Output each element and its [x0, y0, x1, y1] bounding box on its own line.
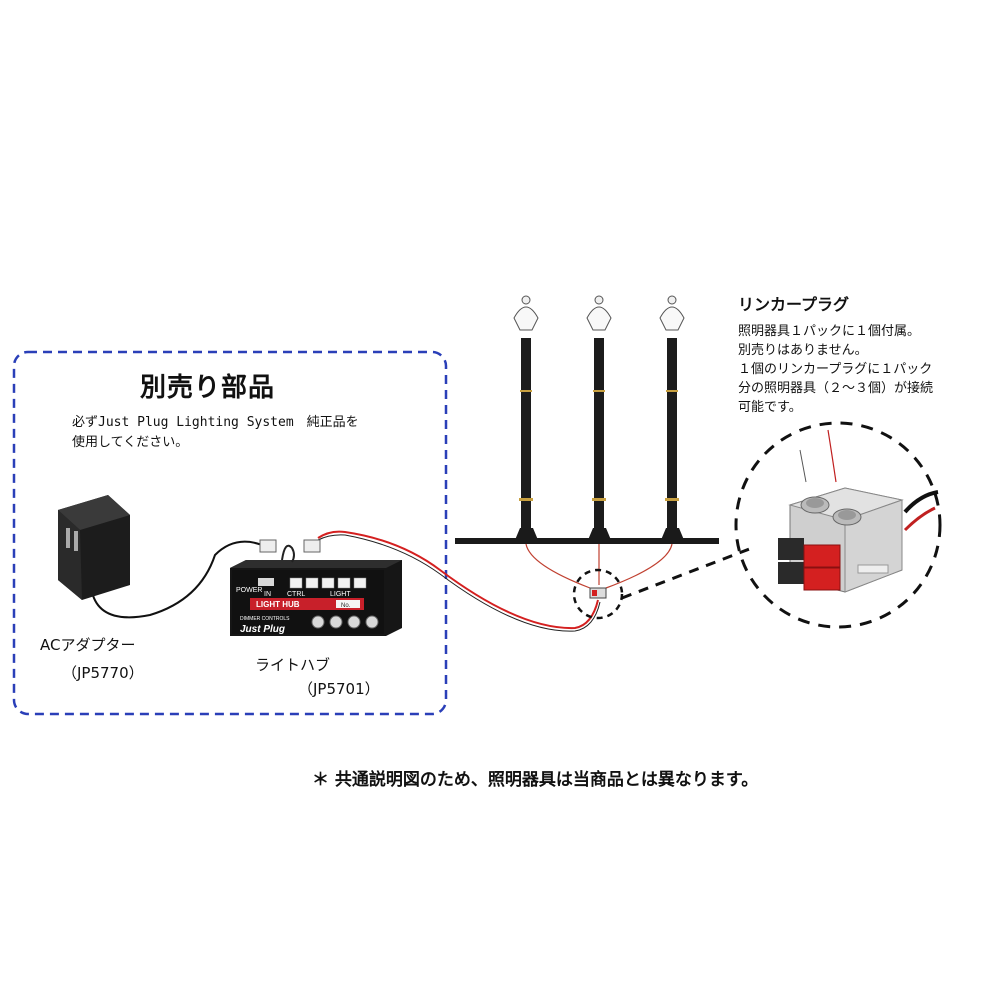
linker-plug-small-highlight — [572, 568, 624, 620]
hub-output-cable-black — [317, 534, 601, 632]
optional-parts-box — [12, 350, 448, 716]
hub-dimmer-label: DIMMER CONTROLS — [240, 616, 290, 622]
footnote: ＊ 共通説明図のため、照明器具は当商品とは異なります。 — [312, 770, 759, 790]
ac-adapter-code: （JP5770） — [62, 664, 144, 682]
ac-adapter-name: ACアダプター — [40, 636, 136, 654]
hub-power-label: POWER — [236, 587, 262, 594]
hub-no-label: No. — [341, 603, 351, 609]
light-hub-illustration — [230, 539, 402, 636]
linker-plug-small — [589, 587, 607, 599]
hub-light-label: LIGHT — [330, 591, 351, 598]
hub-brand-label: Just Plug — [240, 624, 285, 635]
hub-ctrl-label: CTRL — [287, 591, 305, 598]
linker-plug-desc-3: １個のリンカープラグに１パック — [738, 362, 933, 377]
lamp-post-2 — [586, 295, 612, 540]
lamp-post-1 — [513, 295, 539, 540]
adapter-cable — [91, 540, 263, 619]
optional-parts-title: 別売り部品 — [140, 373, 276, 403]
linker-plug-desc-5: 可能です。 — [738, 400, 802, 415]
lamp-wires — [525, 543, 673, 589]
hub-in-label: IN — [264, 591, 271, 598]
linker-plug-desc-1: 照明器具１パックに１個付属。 — [738, 324, 921, 339]
linker-plug-title: リンカープラグ — [738, 295, 850, 314]
light-hub-name: ライトハブ — [255, 656, 331, 674]
lamp-post-3 — [659, 295, 685, 540]
lamp-base-plate — [455, 538, 719, 544]
optional-parts-note-2: 使用してください。 — [72, 435, 189, 450]
hub-panel-label: LIGHT HUB — [256, 600, 300, 609]
linker-plug-desc-2: 別売りはありません。 — [738, 343, 868, 358]
hub-output-cable — [317, 530, 599, 630]
linker-plug-zoom-circle — [734, 421, 942, 629]
light-hub-code: （JP5701） — [298, 680, 380, 698]
optional-parts-note-1: 必ずJust Plug Lighting System 純正品を — [72, 415, 359, 430]
linker-plug-description: 照明器具１パックに１個付属。 別売りはありません。 １個のリンカープラグに１パッ… — [738, 322, 993, 417]
linker-plug-large — [778, 429, 939, 593]
zoom-callout-line — [621, 546, 753, 600]
ac-adapter-illustration — [58, 495, 130, 600]
linker-plug-desc-4: 分の照明器具（２～３個）が接続 — [738, 381, 934, 396]
